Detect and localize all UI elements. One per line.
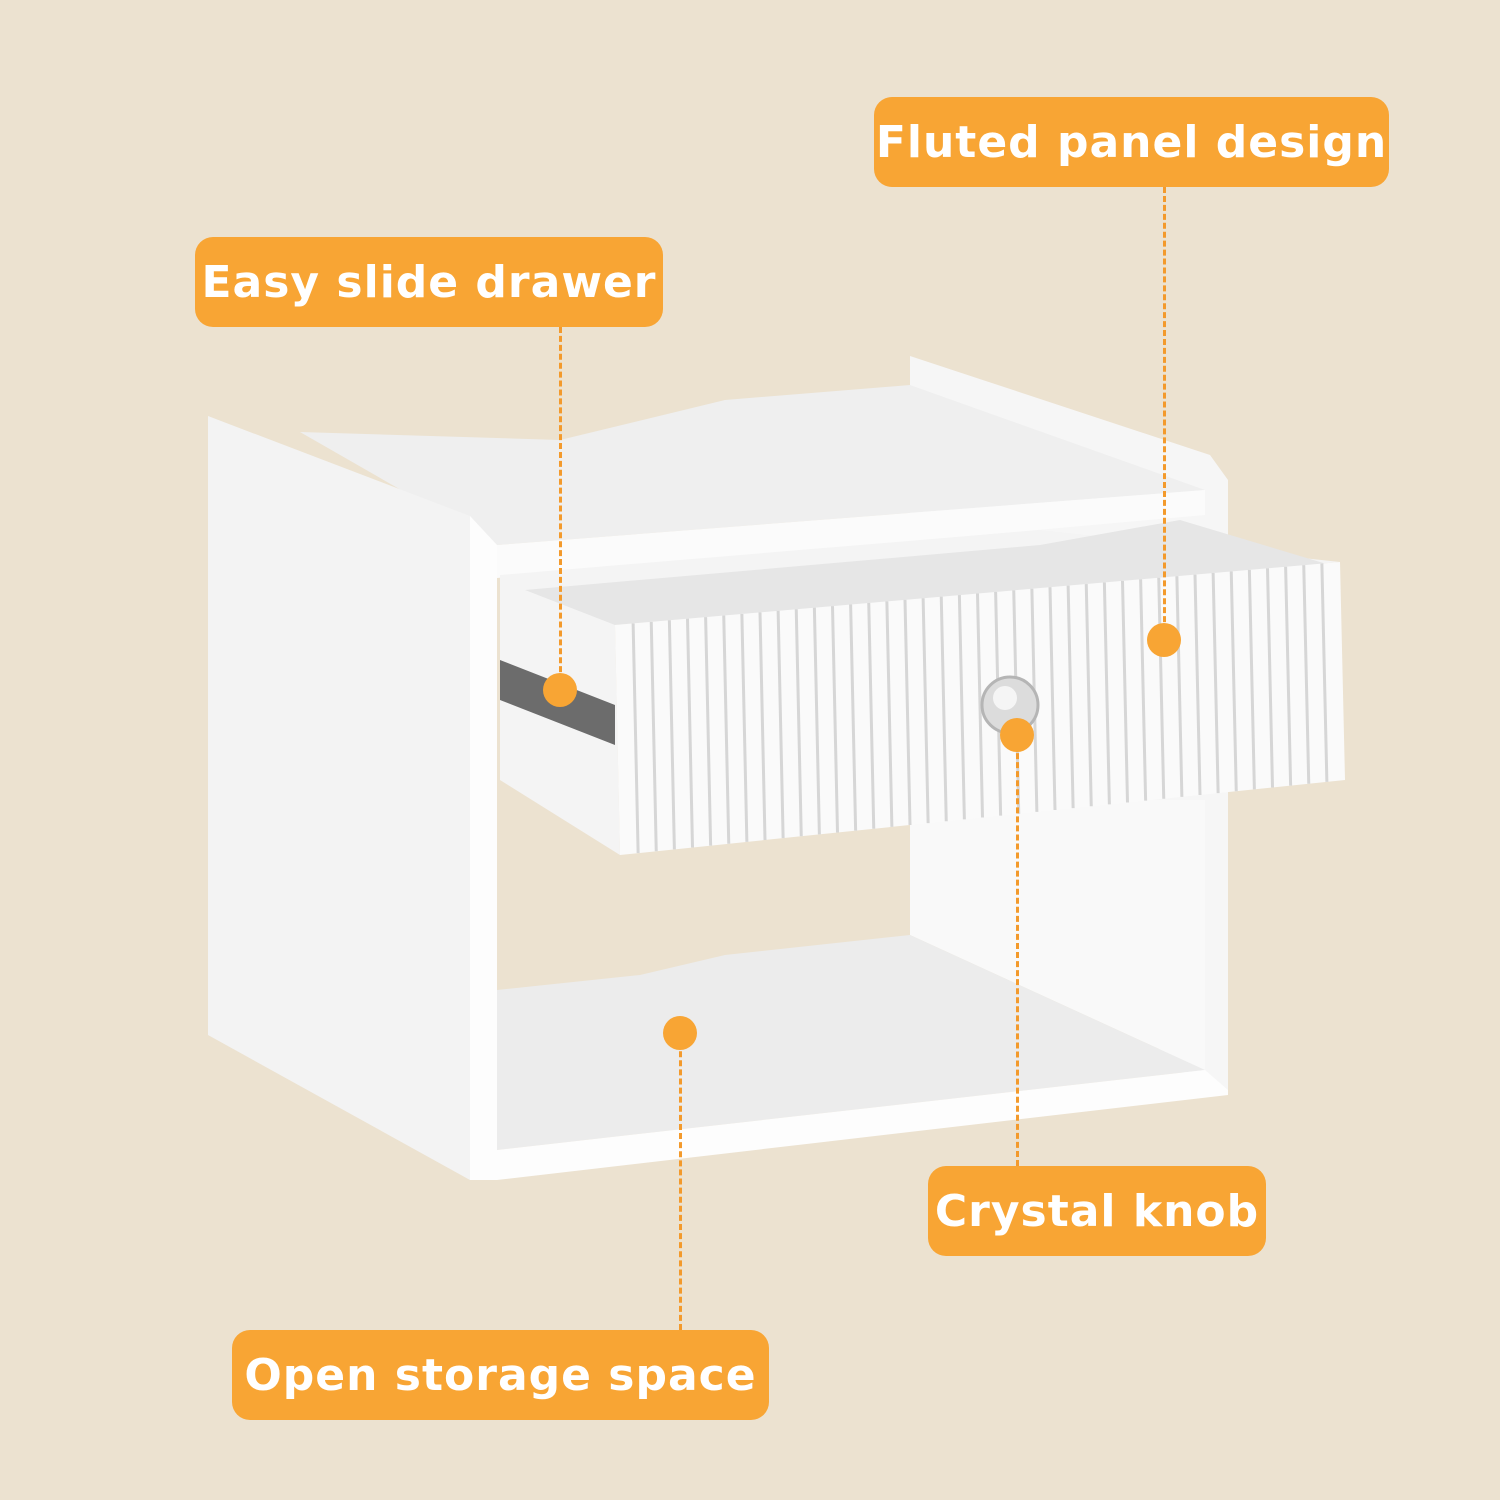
flute-groove — [957, 595, 966, 820]
flute-groove — [686, 618, 694, 848]
inner-side-panel — [910, 800, 1205, 1070]
callout-dot-storage — [663, 1016, 697, 1050]
callout-dot-fluted — [1147, 623, 1181, 657]
flute-groove — [1084, 584, 1093, 807]
callout-label-open-storage: Open storage space — [232, 1330, 769, 1420]
left-panel-edge — [470, 516, 497, 1180]
flute-groove — [1048, 587, 1057, 811]
left-side-panel — [208, 416, 497, 1180]
callout-dot-knob — [1000, 718, 1034, 752]
flute-groove — [1193, 574, 1202, 796]
flute-groove — [867, 602, 876, 829]
flute-groove — [649, 621, 658, 852]
flute-groove — [1266, 568, 1274, 788]
callout-label-slide-drawer: Easy slide drawer — [195, 237, 663, 327]
flute-groove — [758, 612, 767, 841]
top-shelf-edge — [497, 490, 1205, 578]
flute-groove — [704, 617, 713, 846]
callout-line-knob — [1016, 735, 1019, 1166]
flute-groove — [1139, 579, 1148, 801]
knob-highlight — [993, 686, 1017, 710]
flute-groove — [1157, 577, 1166, 799]
flute-groove — [921, 598, 930, 824]
flute-groove — [1320, 563, 1329, 782]
fluted-grooves — [631, 563, 1329, 854]
top-shelf — [300, 385, 1205, 545]
callout-line-drawer — [559, 327, 562, 690]
flute-groove — [794, 609, 803, 837]
flute-groove — [740, 613, 749, 842]
flute-groove — [1066, 585, 1075, 809]
flute-groove — [812, 607, 821, 835]
flute-groove — [1284, 566, 1293, 786]
callout-label-fluted-panel: Fluted panel design — [874, 97, 1389, 187]
callout-dot-drawer — [543, 673, 577, 707]
flute-groove — [667, 620, 676, 850]
flute-groove — [903, 599, 912, 826]
flute-groove — [1302, 565, 1311, 784]
callout-line-fluted — [1163, 187, 1166, 640]
flute-groove — [776, 610, 785, 839]
flute-groove — [1175, 576, 1184, 797]
flute-groove — [1211, 572, 1220, 794]
flute-groove — [722, 615, 731, 844]
callout-label-crystal-knob: Crystal knob — [928, 1166, 1266, 1256]
flute-groove — [1247, 569, 1256, 790]
drawer-inside — [525, 520, 1330, 625]
bottom-shelf — [497, 935, 1205, 1150]
flute-groove — [1229, 571, 1238, 792]
flute-groove — [1102, 582, 1111, 805]
flute-groove — [1121, 580, 1129, 803]
flute-groove — [849, 604, 858, 831]
callout-line-storage — [679, 1033, 682, 1330]
flute-groove — [976, 593, 984, 818]
flute-groove — [885, 601, 894, 827]
flute-groove — [831, 606, 839, 833]
flute-groove — [631, 623, 640, 854]
flute-groove — [939, 596, 948, 822]
